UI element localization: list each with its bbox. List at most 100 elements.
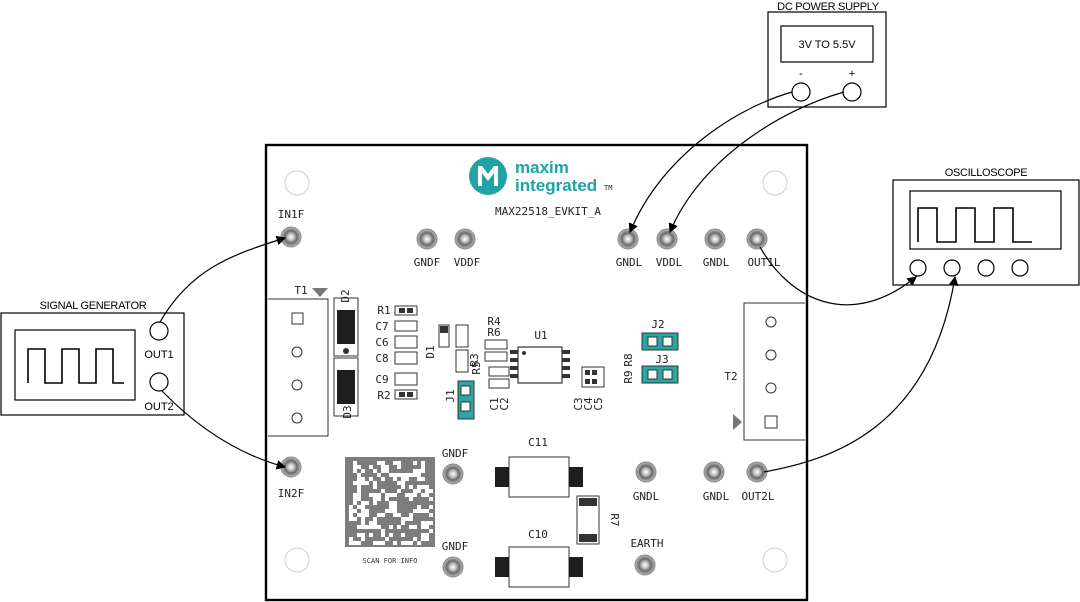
test-point-gndf-mid[interactable] — [442, 463, 464, 485]
qr-cell — [349, 509, 353, 513]
test-point-earth[interactable] — [634, 554, 656, 576]
capacitor-c1 — [488, 366, 510, 377]
qr-cell — [381, 465, 385, 469]
minus-terminal[interactable] — [791, 82, 811, 102]
qr-cell — [401, 485, 405, 489]
test-point-vddl[interactable] — [656, 228, 678, 250]
caps-c1-c2: C1 C2 — [488, 366, 511, 411]
pad — [569, 467, 583, 487]
qr-cell — [397, 513, 401, 517]
test-point-gndf[interactable] — [416, 228, 438, 250]
qr-cell — [381, 529, 385, 533]
scope-channel-1[interactable] — [909, 259, 927, 277]
qr-cell — [413, 469, 417, 473]
qr-cell — [361, 477, 365, 481]
qr-cell — [393, 541, 397, 545]
qr-cell — [365, 513, 369, 517]
qr-cell — [369, 525, 373, 529]
qr-cell — [389, 525, 393, 529]
qr-cell — [385, 497, 389, 501]
qr-cell — [421, 469, 425, 473]
oscilloscope-title: OSCILLOSCOPE — [945, 167, 1028, 179]
label-t1: T1 — [294, 284, 307, 297]
qr-cell — [361, 521, 365, 525]
qr-cell — [369, 477, 373, 481]
qr-cell — [397, 481, 401, 485]
qr-cell — [417, 541, 421, 545]
tp-label-in2f: IN2F — [278, 487, 305, 500]
pad — [585, 379, 590, 384]
pad — [592, 370, 597, 375]
test-point-gndl-mid-2[interactable] — [703, 461, 725, 483]
label-c2: C2 — [498, 397, 511, 410]
qr-cell — [373, 541, 377, 545]
qr-cell — [349, 513, 353, 517]
label-r2: R2 — [377, 389, 390, 402]
diode-d1 — [438, 324, 450, 348]
qr-cell — [373, 501, 377, 505]
qr-cell — [353, 461, 357, 465]
u1-pin1-dot — [522, 351, 526, 355]
tp-label-gndl-mid: GNDL — [633, 490, 660, 503]
out2-connector[interactable] — [149, 372, 169, 392]
qr-cell — [393, 505, 397, 509]
qr-cell — [425, 489, 429, 493]
j2-pin — [647, 336, 658, 347]
mounting-hole — [762, 170, 788, 196]
t1-pin-3 — [291, 379, 303, 391]
qr-cell — [393, 513, 397, 517]
scope-channel-3[interactable] — [977, 259, 995, 277]
label-d1: D1 — [424, 345, 437, 358]
qr-cell — [357, 513, 361, 517]
qr-cell — [417, 469, 421, 473]
tp-label-out1l: OUT1L — [747, 256, 780, 269]
u1-pin — [510, 350, 518, 354]
test-point-in1f[interactable] — [280, 226, 302, 248]
qr-cell — [417, 489, 421, 493]
scope-channel-2[interactable] — [943, 259, 961, 277]
test-point-vddf[interactable] — [454, 228, 476, 250]
qr-cell — [365, 509, 369, 513]
j2-pin — [662, 336, 673, 347]
qr-cell — [361, 505, 365, 509]
qr-cell — [413, 509, 417, 513]
qr-cell — [349, 517, 353, 521]
qr-cell — [425, 509, 429, 513]
wire-minus-to-gndl — [628, 91, 793, 234]
qr-cell — [373, 525, 377, 529]
qr-code: SCAN FOR INFO — [345, 457, 435, 565]
test-point-out1l[interactable] — [746, 228, 768, 250]
qr-cell — [373, 493, 377, 497]
plus-terminal[interactable] — [842, 82, 862, 102]
plus-label: + — [849, 68, 855, 80]
qr-cell — [397, 525, 401, 529]
test-point-gndf-bot[interactable] — [442, 556, 464, 578]
qr-cell — [421, 485, 425, 489]
qr-cell — [429, 513, 433, 517]
test-point-gndl-2[interactable] — [704, 228, 726, 250]
diode-d3-body — [337, 370, 355, 404]
scope-channel-4[interactable] — [1011, 259, 1029, 277]
qr-cell — [373, 485, 377, 489]
qr-cell — [353, 469, 357, 473]
out1-connector[interactable] — [149, 321, 169, 341]
qr-cell — [393, 473, 397, 477]
qr-cell — [381, 469, 385, 473]
test-point-gndl-mid[interactable] — [635, 461, 657, 483]
power-supply-voltage: 3V TO 5.5V — [798, 39, 856, 51]
qr-cell — [361, 517, 365, 521]
jumper-j2[interactable] — [641, 332, 679, 351]
label-c6: C6 — [375, 336, 388, 349]
qr-cell — [421, 521, 425, 525]
jumper-j3[interactable] — [641, 365, 679, 384]
pad — [569, 557, 583, 577]
t2-pin-3 — [765, 382, 777, 394]
qr-cell — [353, 493, 357, 497]
j3-pin — [647, 369, 658, 380]
label-c3: C3 — [572, 397, 585, 410]
label-j1: J1 — [444, 389, 457, 402]
test-point-gndl[interactable] — [617, 228, 639, 250]
qr-cell — [361, 509, 365, 513]
qr-cell — [409, 525, 413, 529]
qr-cell — [413, 473, 417, 477]
